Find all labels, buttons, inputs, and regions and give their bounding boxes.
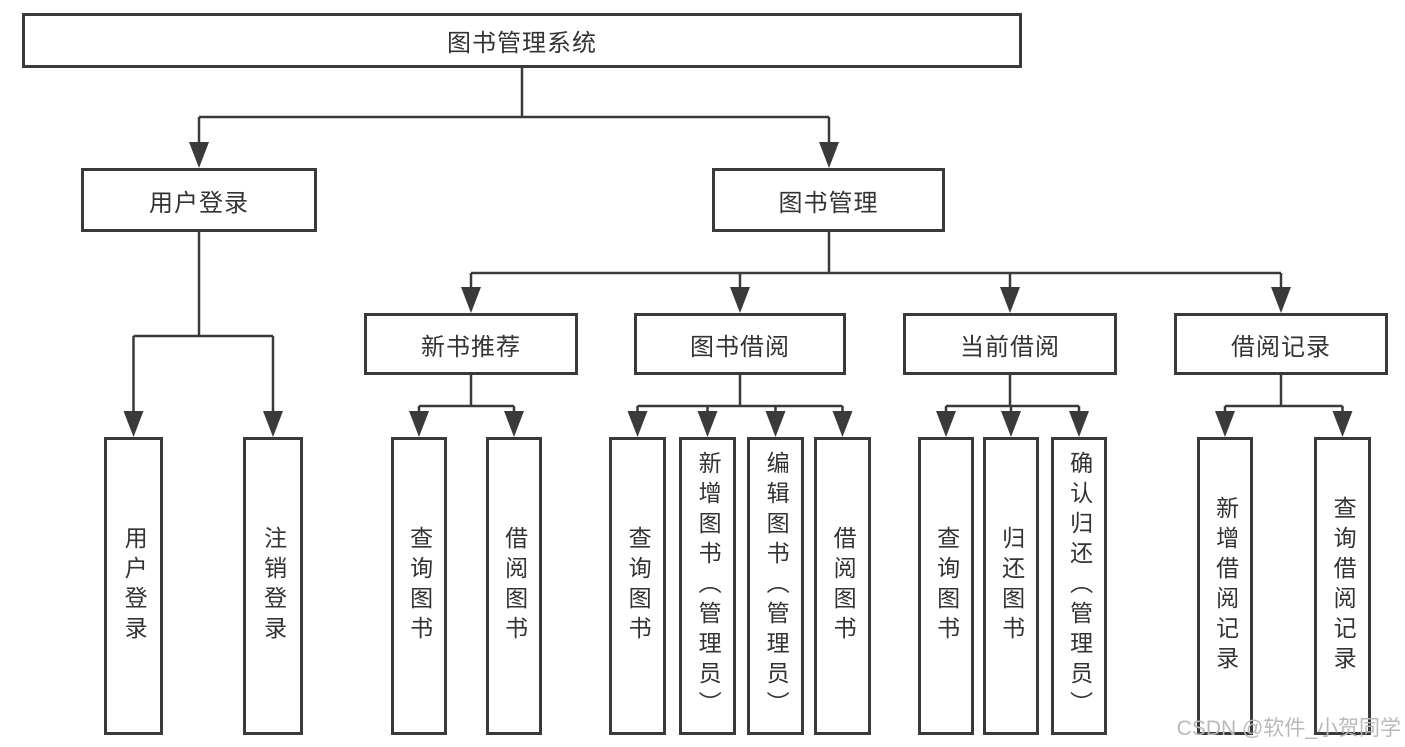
node-borrow-records: 借阅记录 (1174, 313, 1388, 375)
leaf-label: 新增图书（管理员） (695, 451, 722, 721)
leaf-return-books: 归还图书 (983, 437, 1039, 735)
leaf-label: 注销登录 (260, 526, 287, 646)
node-current-borrow: 当前借阅 (903, 313, 1117, 375)
leaf-label: 用户登录 (121, 526, 148, 646)
leaf-query-borrow-record: 查询借阅记录 (1314, 437, 1371, 735)
leaf-query-books-recommend: 查询图书 (391, 437, 447, 735)
leaf-label: 查询图书 (933, 526, 960, 646)
root-node-library-system: 图书管理系统 (22, 13, 1022, 68)
leaf-borrow-books: 借阅图书 (814, 437, 871, 735)
leaf-label: 查询借阅记录 (1330, 496, 1357, 676)
leaf-label: 新增借阅记录 (1212, 496, 1239, 676)
leaf-add-borrow-record: 新增借阅记录 (1197, 437, 1253, 735)
leaf-borrow-books-recommend: 借阅图书 (486, 437, 542, 735)
leaf-logout: 注销登录 (243, 437, 303, 735)
node-book-management: 图书管理 (712, 168, 945, 232)
node-new-book-recommend: 新书推荐 (364, 313, 578, 375)
leaf-add-books-admin: 新增图书（管理员） (679, 437, 736, 735)
node-user-login: 用户登录 (81, 168, 317, 232)
leaf-label: 借阅图书 (830, 526, 857, 646)
leaf-query-books-current: 查询图书 (918, 437, 974, 735)
leaf-label: 查询图书 (625, 526, 652, 646)
leaf-label: 归还图书 (998, 526, 1025, 646)
leaf-confirm-return-admin: 确认归还（管理员） (1051, 437, 1107, 735)
leaf-label: 确认归还（管理员） (1066, 451, 1093, 721)
leaf-query-books-borrow: 查询图书 (609, 437, 666, 735)
arrowheads (123, 142, 1353, 437)
leaf-label: 编辑图书（管理员） (763, 451, 790, 721)
node-book-borrow: 图书借阅 (634, 313, 846, 375)
leaf-edit-books-admin: 编辑图书（管理员） (747, 437, 804, 735)
leaf-label: 借阅图书 (501, 526, 528, 646)
leaf-user-login: 用户登录 (104, 437, 163, 735)
leaf-label: 查询图书 (406, 526, 433, 646)
csdn-watermark: CSDN @软件_小贺同学 (1176, 717, 1401, 740)
